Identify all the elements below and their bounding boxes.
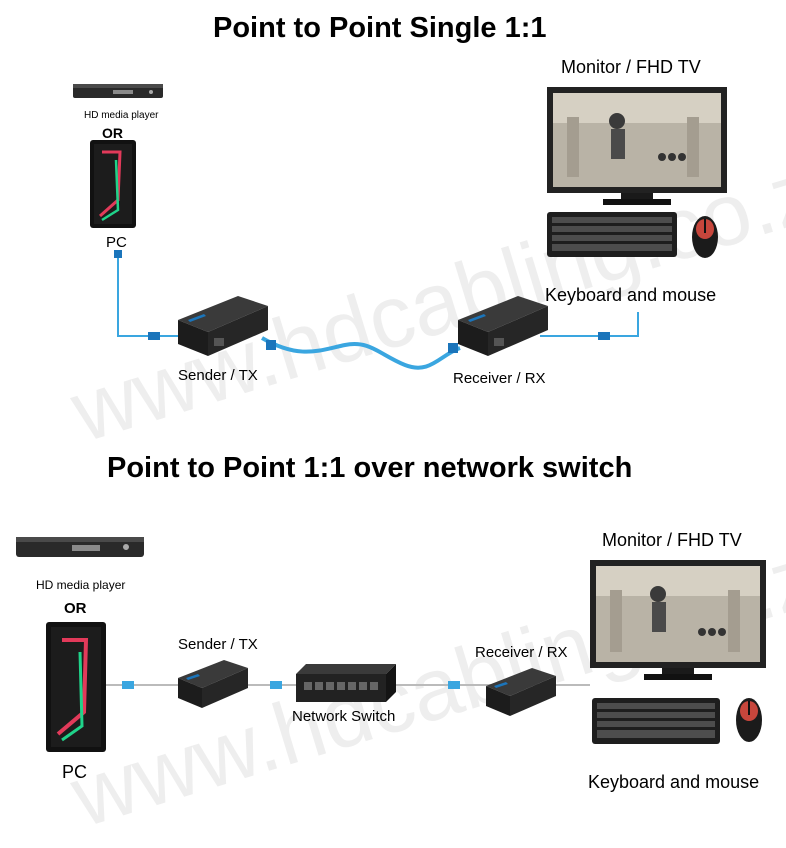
mouse-icon [736,698,762,742]
pc-label: PC [62,762,88,782]
sender-label: Sender / TX [178,636,258,653]
mouse-icon [692,216,718,258]
diagram-1-title: Point to Point Single 1:1 [213,12,547,44]
or-label: OR [102,125,123,141]
sender-device-icon [178,296,268,356]
keyboard-mouse-label: Keyboard and mouse [545,285,717,305]
keyboard-icon [592,698,720,744]
keyboard-mouse-label: Keyboard and mouse [588,772,760,792]
monitor-label: Monitor / FHD TV [561,57,701,77]
sender-label: Sender / TX [178,367,258,384]
or-label: OR [64,600,87,617]
keyboard-icon [547,212,677,257]
receiver-label: Receiver / RX [475,644,568,661]
media-player-icon [73,84,163,98]
monitor-icon [590,560,766,680]
pc-label: PC [106,234,127,251]
sender-device-icon [178,660,248,708]
monitor-label: Monitor / FHD TV [602,530,742,550]
pc-tower-icon [46,622,106,752]
pc-tower-icon [90,140,136,228]
monitor-icon [547,87,727,205]
diagram-2-title: Point to Point 1:1 over network switch [107,452,633,484]
receiver-device-icon [458,296,548,356]
receiver-label: Receiver / RX [453,370,546,387]
media-player-label: HD media player [36,578,126,592]
receiver-device-icon [486,668,556,716]
cable-lines [114,250,639,370]
network-switch-icon [296,664,396,702]
network-switch-label: Network Switch [292,708,396,725]
media-player-icon [16,537,144,557]
media-player-label: HD media player [84,110,159,121]
